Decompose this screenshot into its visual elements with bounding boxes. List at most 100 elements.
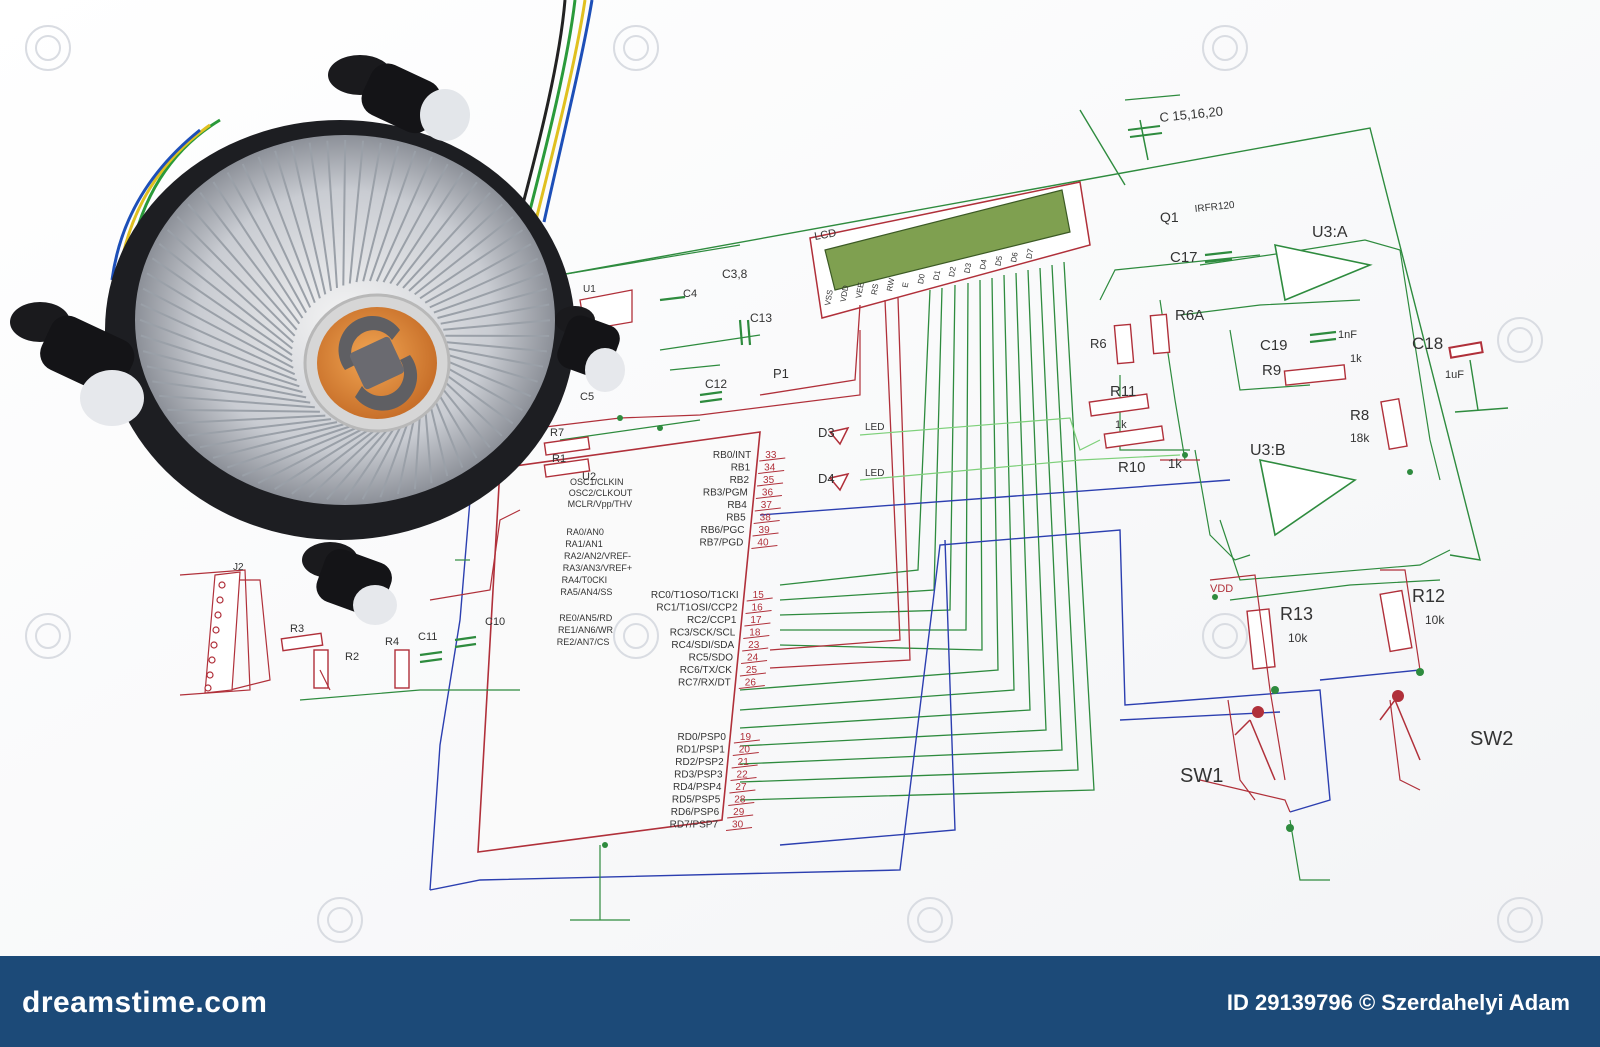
lcd-pin-label: RS — [870, 283, 881, 296]
label-r6a: R6A — [1175, 307, 1204, 324]
fin — [212, 423, 344, 459]
label-r8: R8 — [1350, 407, 1369, 424]
fin — [446, 366, 523, 411]
fin — [158, 243, 293, 350]
u2-pin-label: RA0/AN0 — [566, 527, 604, 537]
u2-pin-number: 29 — [733, 807, 745, 818]
u2-pin-label: RC4/SDI/SDA — [671, 640, 734, 651]
fin — [326, 425, 391, 500]
u2-pin-number: 35 — [763, 475, 775, 486]
fin — [167, 408, 320, 413]
u2-pin-label: RD4/PSP4 — [673, 782, 722, 793]
label-r10: R10 — [1118, 459, 1146, 476]
label-c17: C17 — [1170, 249, 1198, 266]
lcd-pin-label: D6 — [1009, 251, 1020, 263]
fin — [444, 373, 514, 425]
u2-pin-lead — [728, 802, 755, 806]
label-r1: R1 — [552, 453, 566, 465]
u2-pin-label: RE0/AN5/RD — [559, 613, 613, 623]
u2-pin-number: 34 — [764, 463, 776, 474]
fin — [326, 140, 338, 288]
schematic-photo: C 15,16,20 LCD U1 C3,8 C4 C13 C12 C5 P1 … — [0, 0, 1600, 956]
fin — [212, 181, 304, 319]
fin — [447, 360, 532, 398]
u2-pin-lead — [738, 685, 765, 689]
u2-pin-label: OSC2/CLKOUT — [569, 488, 633, 498]
label-q1: Q1 — [1160, 209, 1179, 225]
u2-right-pins: RB0/INTRB1RB2RB3/PGMRB4RB5RB6/PGCRB7/PGD… — [651, 450, 751, 831]
u2-pin-label: RA2/AN2/VREF- — [564, 551, 631, 561]
fin — [291, 427, 378, 495]
label-r3: R3 — [290, 623, 304, 635]
u2-pin-lead — [756, 482, 784, 487]
label-r9: R9 — [1262, 362, 1281, 379]
u2-pin-number: 22 — [737, 770, 749, 781]
fin-lines — [139, 139, 551, 501]
fin — [439, 385, 491, 449]
u2-pin-label: RC5/SDO — [689, 653, 734, 664]
label-u3b: U3:B — [1250, 442, 1286, 459]
lcd-pin-label: D7 — [1025, 247, 1036, 259]
u2-pin-lead — [739, 672, 766, 677]
u2-pin-lead — [759, 457, 786, 462]
fin — [362, 145, 400, 282]
lcd-pin-label: D0 — [916, 273, 927, 285]
fin — [241, 163, 312, 308]
label-c13: C13 — [750, 311, 772, 325]
fin — [343, 423, 398, 501]
u2-pin-number: 17 — [750, 615, 762, 626]
fin — [146, 365, 307, 399]
u2-pin-lead — [730, 777, 757, 781]
fin — [432, 397, 464, 468]
fin — [369, 150, 417, 282]
u2-pin-lead — [733, 739, 760, 744]
u2-pin-number: 25 — [746, 665, 758, 676]
label-c18: C18 — [1412, 334, 1443, 353]
u2-pin-number: 37 — [761, 500, 773, 511]
u2-pin-number: 21 — [738, 757, 750, 768]
u2-pin-numbers: 3334353637383940151617182324252619202122… — [725, 450, 786, 831]
lcd-pin-label: VDD — [839, 284, 851, 302]
label-sw2: SW2 — [1470, 728, 1513, 750]
u2-pin-number: 38 — [760, 513, 772, 524]
u2-pin-lead — [751, 545, 778, 549]
label-r7: R7 — [550, 427, 564, 439]
u2-pin-number: 39 — [759, 525, 771, 536]
fin — [355, 142, 382, 283]
u2-pin-number: 30 — [732, 820, 744, 831]
u2-pin-number: 36 — [762, 488, 774, 499]
fin — [361, 421, 404, 500]
fin — [348, 140, 365, 284]
u2-pin-number: 27 — [735, 782, 747, 793]
u2-pin-label: RB7/PGD — [699, 538, 743, 549]
cpu-cooler — [10, 0, 625, 625]
fin — [152, 380, 311, 404]
lcd-pin-label: D5 — [994, 255, 1005, 267]
label-c19-val: 1nF — [1338, 329, 1357, 341]
fin — [274, 150, 321, 299]
opamp-u3b — [1258, 458, 1357, 537]
fin — [151, 257, 293, 356]
label-r12: R12 — [1412, 586, 1445, 606]
label-d4: D4 — [818, 471, 835, 486]
u2-pin-number: 20 — [739, 745, 751, 756]
fin — [291, 145, 327, 295]
label-vdd: VDD — [1210, 583, 1233, 595]
lcd-pin-label: D4 — [978, 258, 989, 270]
u2-pin-label: RB3/PGM — [703, 488, 748, 499]
fin — [408, 203, 503, 292]
opamp-u3a — [1273, 243, 1373, 302]
u2-pin-label: MCLR/Vpp/THV — [568, 499, 633, 509]
fin — [424, 407, 433, 484]
label-r12-val: 10k — [1425, 613, 1445, 627]
label-r4: R4 — [385, 636, 399, 648]
fin — [257, 156, 316, 304]
u2-pin-number: 33 — [765, 450, 777, 461]
label-q1-part: IRFR120 — [1194, 200, 1235, 215]
u2-pin-label: RD5/PSP5 — [672, 795, 721, 806]
u2-pin-label: RB6/PGC — [701, 525, 745, 536]
label-r8-val: 18k — [1350, 431, 1370, 445]
label-d3-led: LED — [865, 422, 884, 433]
